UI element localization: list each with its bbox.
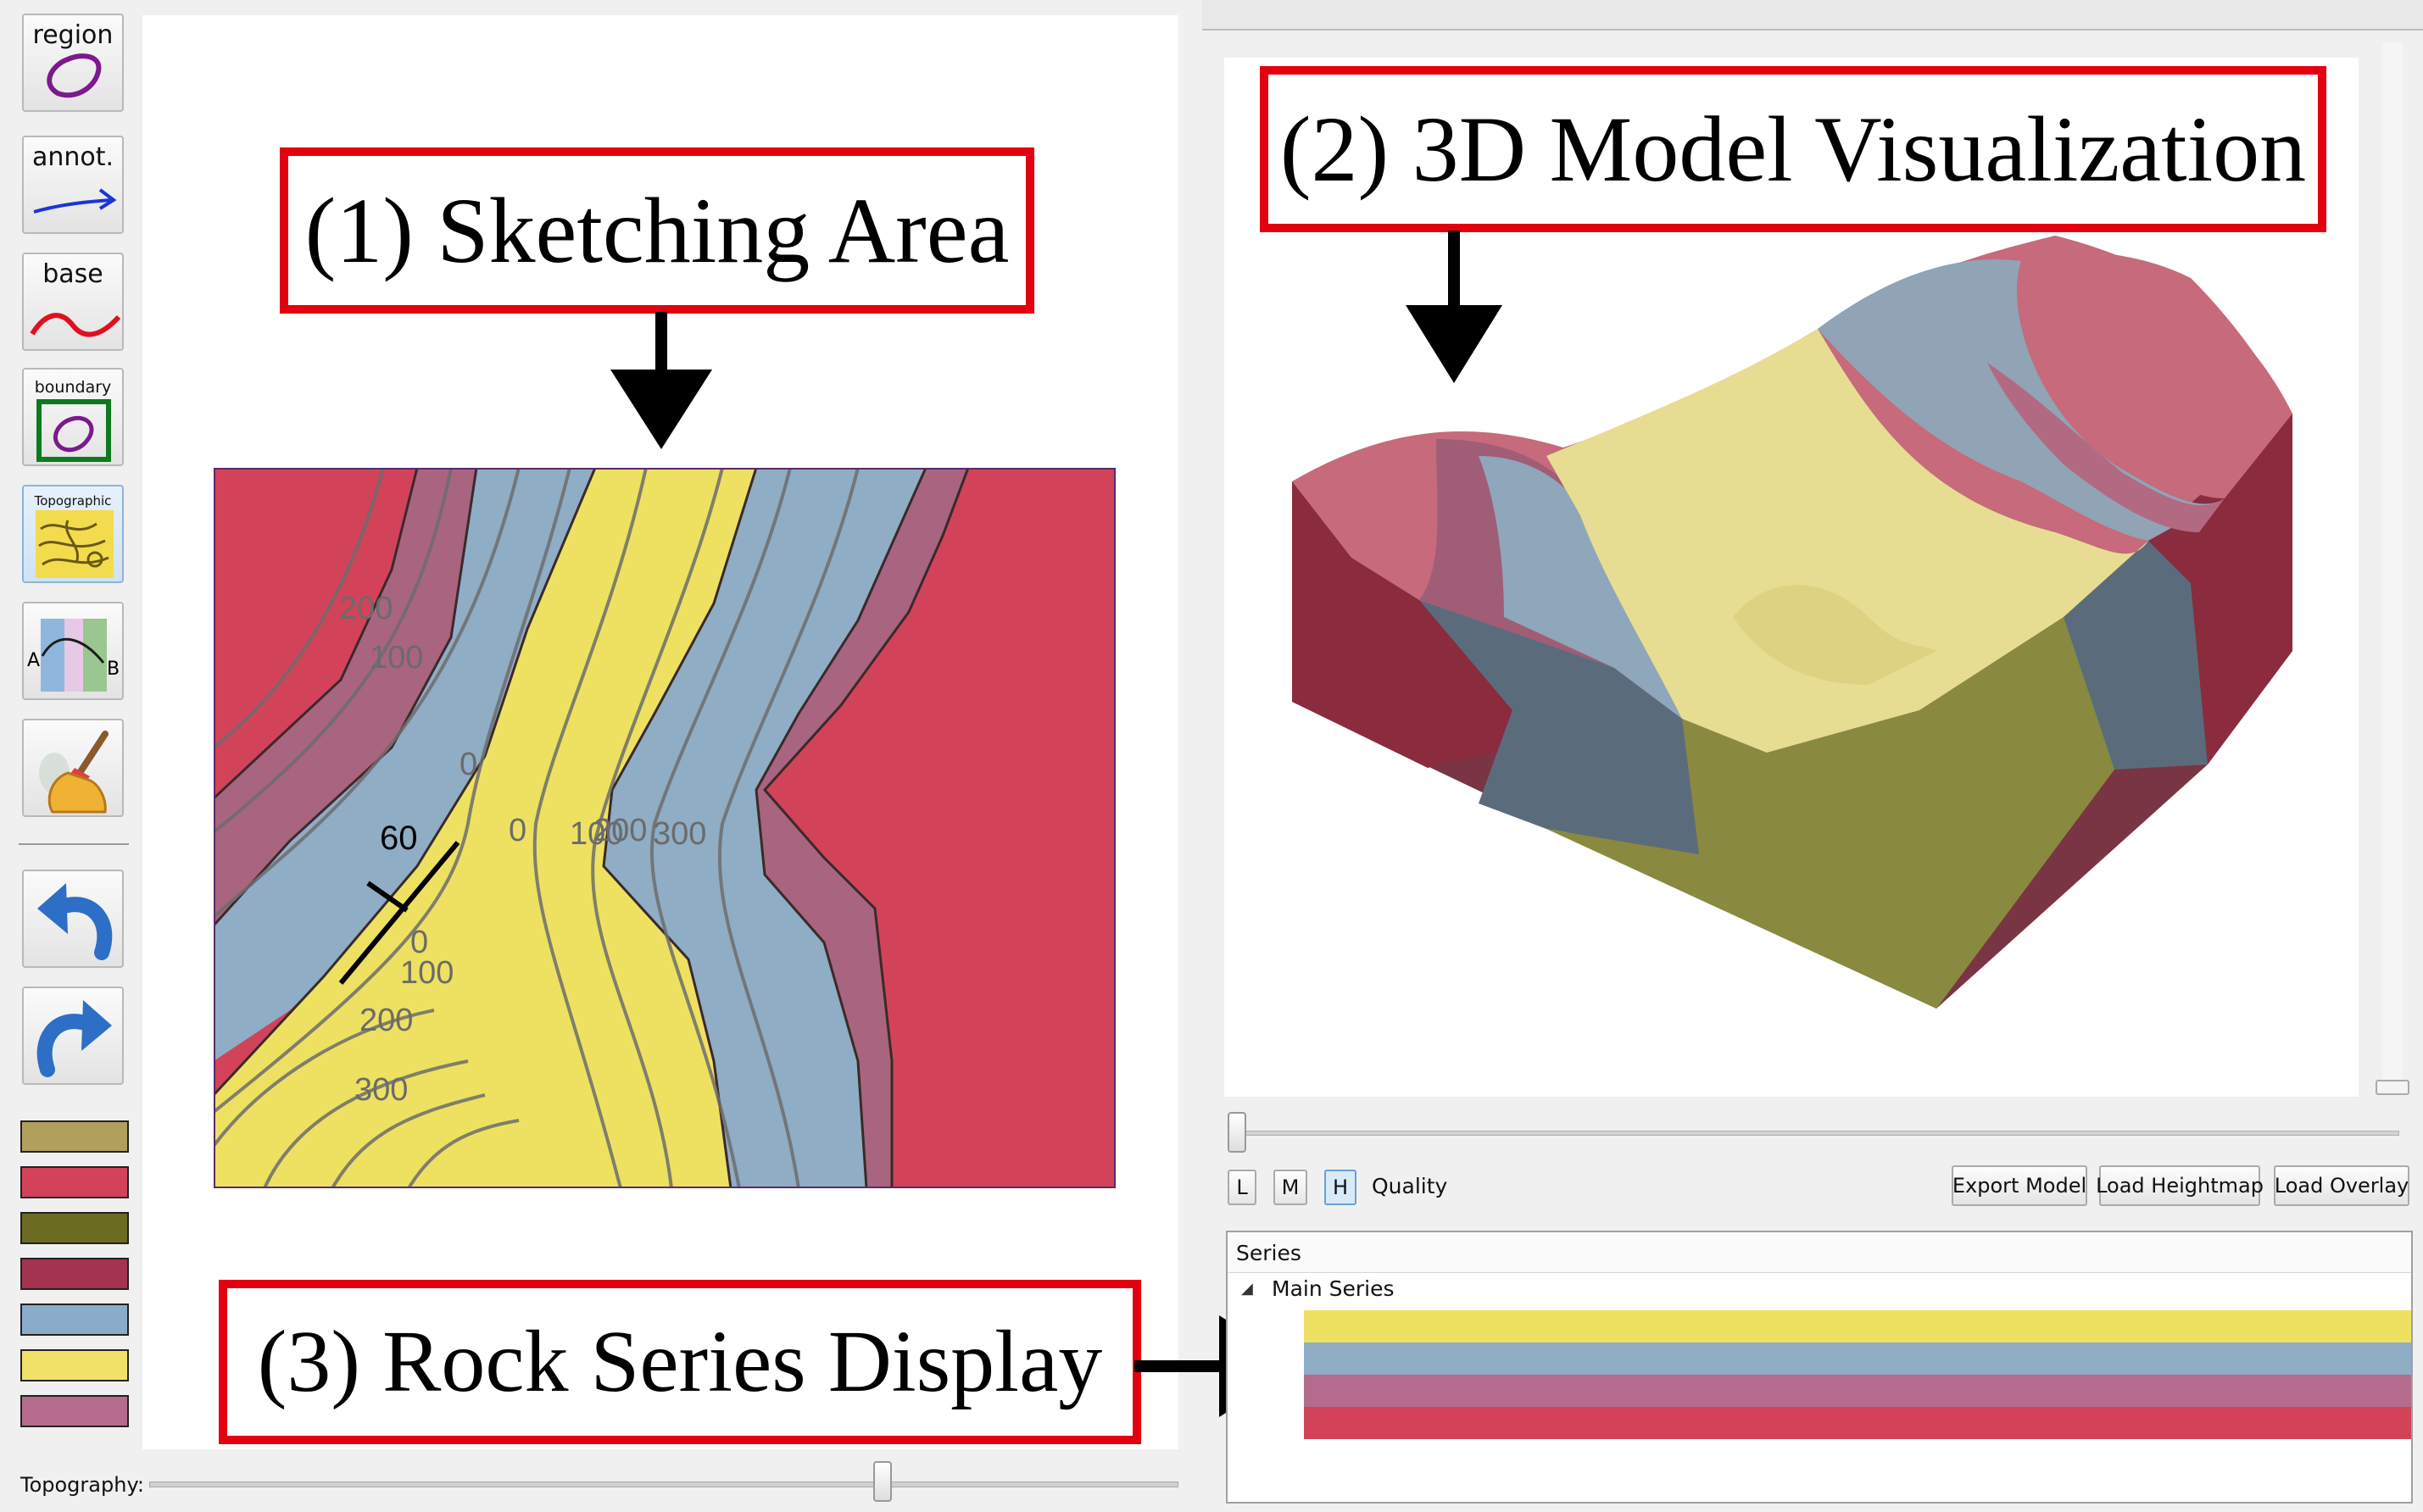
base-tool-label: base — [42, 259, 103, 289]
load-overlay-button[interactable]: Load Overlay — [2274, 1165, 2409, 1206]
load-heightmap-button[interactable]: Load Heightmap — [2096, 1165, 2264, 1206]
rock-swatch-2[interactable] — [20, 1166, 129, 1198]
rock-series-callout: (3) Rock Series Display — [219, 1280, 1141, 1444]
view-slider-handle[interactable] — [1228, 1112, 1246, 1153]
contour-label: 300 — [653, 816, 706, 852]
topographic-tool-label: Topographic — [34, 493, 112, 509]
broom-icon — [39, 731, 109, 814]
contour-label: 200 — [359, 1003, 413, 1038]
boundary-icon — [36, 399, 111, 462]
sketching-area-callout-text: (1) Sketching Area — [304, 179, 1010, 282]
rock-swatch-1[interactable] — [20, 1120, 129, 1153]
arrow-icon — [33, 188, 117, 214]
series-layer-4[interactable] — [1304, 1407, 2411, 1439]
panel-top-bar — [1202, 0, 2423, 31]
series-panel: Series ◢ Main Series — [1226, 1231, 2413, 1504]
view-slider-track[interactable] — [1231, 1131, 2399, 1136]
main-series-label[interactable]: Main Series — [1272, 1276, 1395, 1301]
dip-value-label: 60 — [380, 820, 418, 857]
boundary-tool-label: boundary — [34, 378, 112, 397]
contour-label: 0 — [509, 813, 526, 848]
undo-icon — [37, 883, 113, 960]
sketching-area-arrow — [610, 312, 712, 449]
region-icon — [47, 53, 102, 98]
rock-swatch-7[interactable] — [20, 1395, 129, 1427]
contour-label: 100 — [370, 640, 423, 675]
undo-button[interactable] — [22, 870, 124, 968]
model-visualization-arrow — [1406, 231, 1502, 383]
rock-swatch-5[interactable] — [20, 1304, 129, 1336]
series-header-label: Series — [1236, 1241, 1301, 1265]
quality-medium-button[interactable]: M — [1273, 1170, 1307, 1205]
topographic-tool-button[interactable]: Topographic — [22, 485, 124, 583]
viewport-scrollbar[interactable] — [2382, 42, 2403, 1093]
quality-high-button[interactable]: H — [1324, 1170, 1356, 1205]
series-header: Series — [1228, 1232, 2411, 1273]
sketch-geologic-map[interactable]: 200 100 0 0 100 200 300 0 100 200 300 60 — [214, 468, 1116, 1188]
contour-label: 0 — [460, 747, 477, 782]
model-visualization-callout-text: (2) 3D Model Visualization — [1279, 97, 2307, 201]
toolbar-divider — [19, 843, 129, 845]
topography-slider-handle[interactable] — [873, 1461, 892, 1502]
contour-label: 0 — [410, 925, 428, 960]
redo-icon — [36, 1000, 112, 1077]
boundary-tool-button[interactable]: boundary — [22, 368, 124, 466]
quality-label: Quality — [1372, 1174, 1448, 1198]
topographic-map-icon — [36, 510, 114, 578]
contour-label: 200 — [593, 813, 647, 848]
model-visualization-callout: (2) 3D Model Visualization — [1260, 66, 2326, 232]
expand-arrow-icon[interactable]: ◢ — [1241, 1280, 1253, 1298]
base-curve-icon — [30, 313, 121, 337]
contour-label: 100 — [400, 955, 454, 991]
topography-slider-track[interactable] — [149, 1481, 1178, 1487]
cross-section-tool-button[interactable]: A B — [22, 602, 124, 700]
3d-geologic-block-model[interactable] — [1224, 58, 2359, 1097]
export-model-button[interactable]: Export Model — [1952, 1165, 2087, 1206]
strike-dip-symbol — [338, 841, 460, 985]
region-tool-button[interactable]: region — [22, 14, 124, 112]
series-layer-1[interactable] — [1304, 1310, 2411, 1342]
rock-swatch-4[interactable] — [20, 1258, 129, 1290]
clear-tool-button[interactable] — [22, 719, 124, 817]
series-layer-2[interactable] — [1304, 1342, 2411, 1375]
region-tool-label: region — [32, 20, 114, 50]
cross-section-icon: A B — [27, 619, 120, 692]
contour-label: 200 — [339, 591, 393, 626]
viewport-scroll-handle[interactable] — [2376, 1080, 2409, 1095]
redo-button[interactable] — [22, 987, 124, 1085]
series-layer-3[interactable] — [1304, 1375, 2411, 1407]
base-tool-button[interactable]: base — [22, 253, 124, 351]
contour-label: 300 — [354, 1072, 408, 1108]
rock-swatch-6[interactable] — [20, 1349, 129, 1381]
section-label-b: B — [107, 659, 120, 680]
section-label-a: A — [27, 650, 40, 671]
rock-series-callout-text: (3) Rock Series Display — [257, 1313, 1103, 1410]
contour-label: 100 — [570, 816, 623, 852]
rock-swatch-3[interactable] — [20, 1212, 129, 1244]
annotation-tool-button[interactable]: annot. — [22, 136, 124, 234]
annotation-tool-label: annot. — [31, 142, 114, 172]
sketching-area-callout: (1) Sketching Area — [280, 147, 1034, 314]
topography-label: Topography: — [20, 1473, 144, 1497]
quality-low-button[interactable]: L — [1228, 1170, 1256, 1205]
